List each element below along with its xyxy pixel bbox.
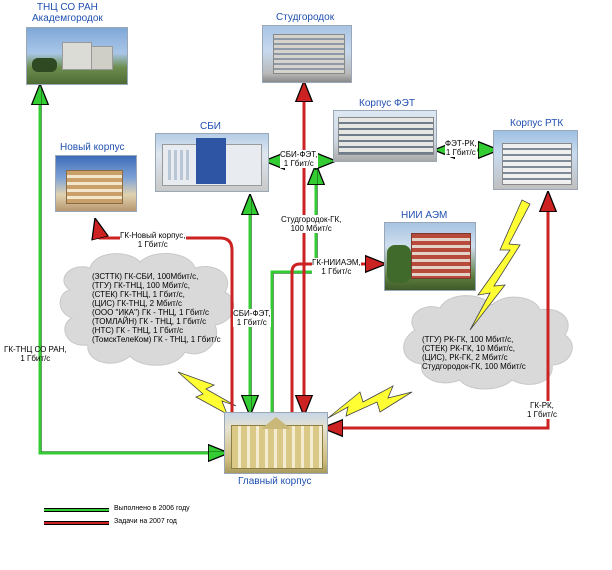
cloud-left-text: (ЗСТТК) ГК-СБИ, 100Мбит/с, (ТГУ) ГК-ТНЦ,… (92, 272, 221, 344)
link-label-stud-gk: Студгородок-ГК, 100 Мбит/с (281, 215, 342, 233)
link-label-gk-new-korpus: ГК-Новый корпус, 1 Гбит/с (120, 231, 186, 249)
link-gk-new-korpus (96, 222, 234, 412)
building-name-new-korpus: Новый корпус (60, 142, 125, 153)
building-name-korpus-fet: Корпус ФЭТ (359, 98, 415, 109)
legend-done-label: Выполнено в 2006 году (114, 505, 190, 512)
photo-korpus-fet (333, 110, 437, 162)
lightning-bolt-bottom-icon (327, 385, 413, 419)
cloud-right-text: (ТГУ) РК-ГК, 100 Мбит/с, (СТЕК) РК-ГК, 1… (422, 335, 526, 371)
legend-todo-line (44, 521, 109, 525)
building-name-tnc: ТНЦ СО РАН Академгородок (32, 2, 103, 24)
link-label-gk-nii: ГК-НИИАЭМ, 1 Гбит/с (312, 258, 361, 276)
red-links (96, 85, 548, 428)
building-name-nii-aem: НИИ АЭМ (401, 210, 448, 221)
building-name-studgorodok: Студгородок (276, 12, 335, 23)
photo-studgorodok (262, 25, 352, 83)
lightning-bolt-left-icon (177, 371, 237, 415)
legend-done-line (44, 508, 109, 512)
link-label-gk-rk: ГК-РК, 1 Гбит/с (527, 401, 557, 419)
photo-nii-aem (384, 222, 476, 291)
link-label-fet-rk: ФЭТ-РК, 1 Гбит/с (445, 139, 477, 157)
link-label-sbi-fet-top: СБИ-ФЭТ, 1 Гбит/с (280, 150, 318, 168)
link-fet-gk (270, 168, 316, 412)
building-name-sbi: СБИ (200, 121, 221, 132)
link-gk-nii (290, 264, 382, 412)
link-gk-tnc (40, 88, 225, 453)
photo-new-korpus (55, 155, 137, 212)
link-gk-rk (326, 195, 548, 428)
legend-todo-label: Задачи на 2007 год (114, 518, 177, 525)
photo-korpus-rtk (493, 130, 578, 190)
building-name-korpus-rtk: Корпус РТК (510, 118, 564, 129)
link-label-gk-tnc: ГК-ТНЦ СО РАН, 1 Гбит/с (4, 345, 67, 363)
photo-sbi (155, 133, 269, 192)
photo-main-korpus (224, 412, 328, 474)
building-name-main-korpus: Главный корпус (238, 476, 312, 487)
photo-tnc (26, 27, 128, 85)
link-label-sbi-fet-vert: СБИ-ФЭТ, 1 Гбит/с (233, 309, 271, 327)
